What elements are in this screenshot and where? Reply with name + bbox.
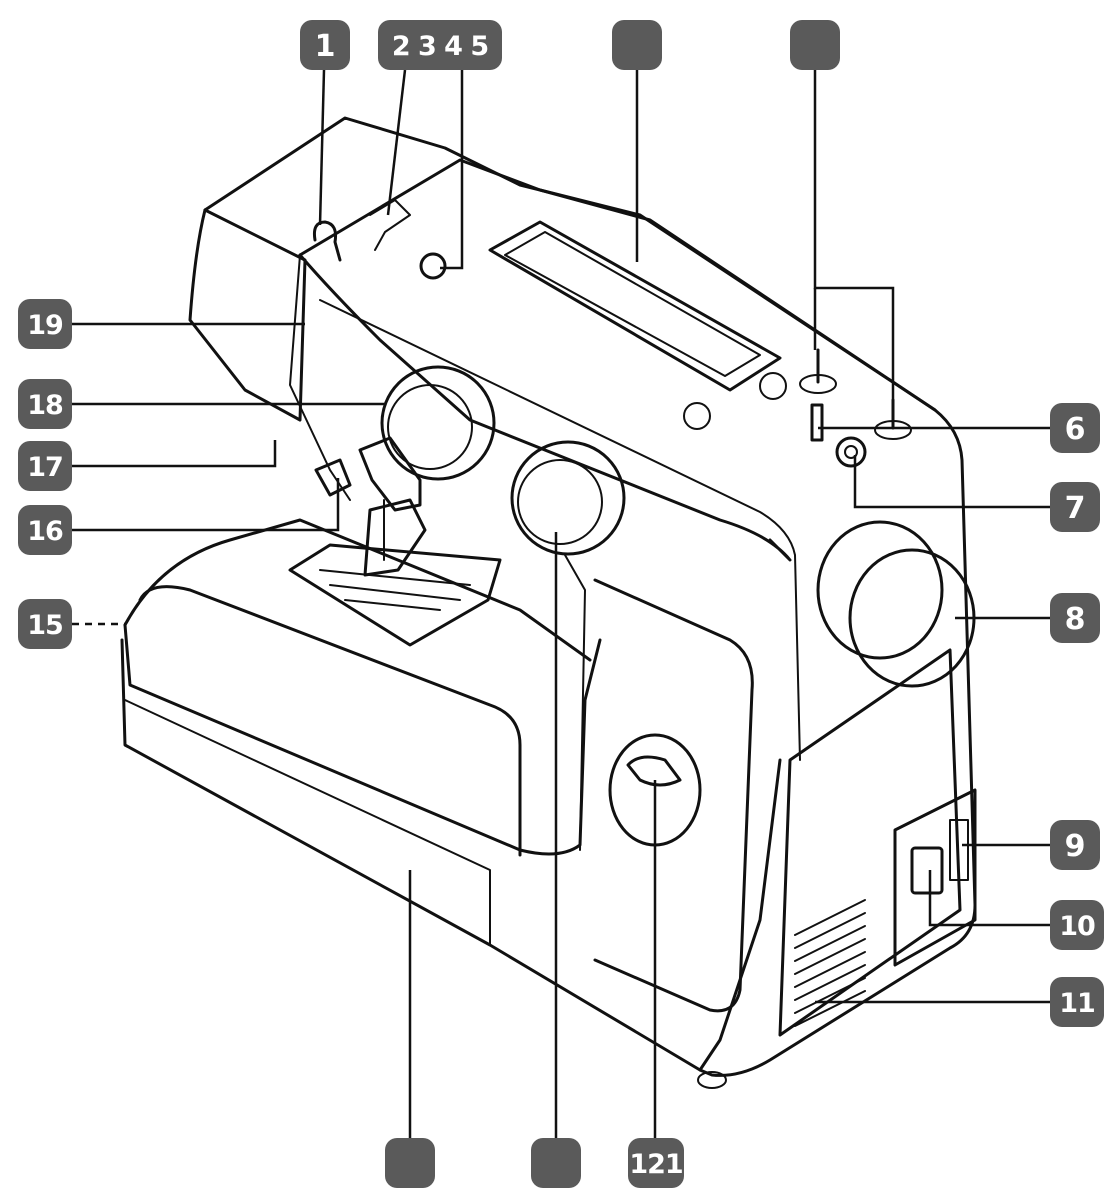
arm-front-face	[298, 253, 792, 562]
callout-6-label: 6	[1065, 412, 1086, 447]
spool-pin-1-base	[799, 374, 837, 394]
leader-top4	[813, 70, 895, 400]
callout-9: 9	[1050, 820, 1100, 870]
leader-lines	[72, 69, 1050, 1138]
socket	[949, 819, 969, 881]
machine-arm	[203, 116, 977, 1077]
leader-1	[318, 69, 326, 226]
sewing-machine-illustration	[120, 116, 977, 1089]
callout-121: 121	[628, 1138, 684, 1188]
callout-badges: 1 2 3 4 5 6 7 8 9	[18, 20, 1104, 1188]
thread-guide-knob	[419, 252, 447, 280]
dial-upper-face	[387, 384, 473, 470]
head-left-face	[188, 208, 307, 422]
leader-7	[853, 455, 1050, 509]
callout-2345-label: 2 3 4 5	[392, 31, 488, 62]
spool-pin-2-base	[874, 420, 912, 440]
free-arm-top	[123, 518, 592, 662]
top-hole-2	[759, 372, 787, 400]
take-up-lever	[313, 220, 342, 262]
callout-11-label: 11	[1059, 988, 1095, 1019]
right-side-panel	[778, 648, 962, 1037]
bobbin-winder-spindle	[810, 403, 824, 442]
callout-1: 1	[300, 20, 350, 70]
callout-121-label: 121	[629, 1149, 682, 1180]
callout-19: 19	[18, 299, 72, 349]
callout-10-label: 10	[1059, 911, 1095, 942]
front-panel	[593, 578, 754, 1013]
reverse-lever	[314, 458, 352, 497]
handle-recess-inner	[504, 231, 761, 377]
presser-foot	[363, 498, 427, 577]
callout-1-label: 1	[315, 29, 336, 64]
callout-17-label: 17	[27, 452, 63, 483]
leader-16	[72, 478, 340, 532]
callout-top-3	[612, 20, 662, 70]
base-seam	[124, 699, 491, 946]
handle-recess	[488, 220, 782, 392]
accessory-box	[123, 623, 602, 856]
hand-wheel-back	[816, 520, 944, 660]
leader-17	[72, 440, 277, 468]
needle-plate	[288, 543, 502, 647]
callout-10: 10	[1050, 900, 1104, 950]
callout-bottom-2	[531, 1138, 581, 1188]
callout-18: 18	[18, 379, 72, 429]
callout-9-label: 9	[1065, 829, 1086, 864]
callout-15: 15	[18, 599, 72, 649]
callout-16: 16	[18, 505, 72, 555]
leader-2345-b	[440, 70, 464, 270]
callout-19-label: 19	[27, 310, 63, 341]
callout-17: 17	[18, 441, 72, 491]
callout-6: 6	[1050, 403, 1100, 453]
callout-8-label: 8	[1065, 602, 1086, 637]
callout-11: 11	[1050, 977, 1104, 1027]
dial-lower-face	[517, 459, 603, 545]
bobbin-winder-stop	[835, 436, 867, 468]
callout-15-label: 15	[27, 610, 63, 641]
needle-plate-marks	[319, 569, 471, 611]
bobbin-cover-slot	[626, 755, 682, 787]
needle-bar-housing	[358, 436, 422, 512]
machine-base	[120, 638, 782, 1072]
callout-7: 7	[1050, 482, 1100, 532]
top-hole-1	[683, 402, 711, 430]
dial-lower-outer	[510, 440, 626, 556]
accessory-box-front	[138, 585, 522, 857]
vent-grille	[794, 899, 866, 1027]
head-front-panel	[289, 254, 351, 501]
tension-bracket	[369, 199, 411, 251]
threader-rod	[564, 554, 586, 851]
leader-10	[928, 870, 1050, 927]
callout-16-label: 16	[27, 516, 63, 547]
callout-7-label: 7	[1065, 491, 1086, 526]
callout-18-label: 18	[27, 390, 63, 421]
switch-panel	[893, 788, 977, 967]
callout-8: 8	[1050, 593, 1100, 643]
machine-foot	[697, 1071, 727, 1089]
leader-2345	[386, 69, 407, 216]
callout-2345: 2 3 4 5	[378, 20, 502, 70]
callout-top-4	[790, 20, 840, 70]
callout-bottom-1	[385, 1138, 435, 1188]
arm-front-edge	[319, 299, 801, 761]
bobbin-winder-stop-inner	[844, 445, 858, 459]
dial-upper-outer	[380, 365, 496, 481]
power-switch	[910, 846, 944, 895]
top-cover	[298, 158, 937, 412]
